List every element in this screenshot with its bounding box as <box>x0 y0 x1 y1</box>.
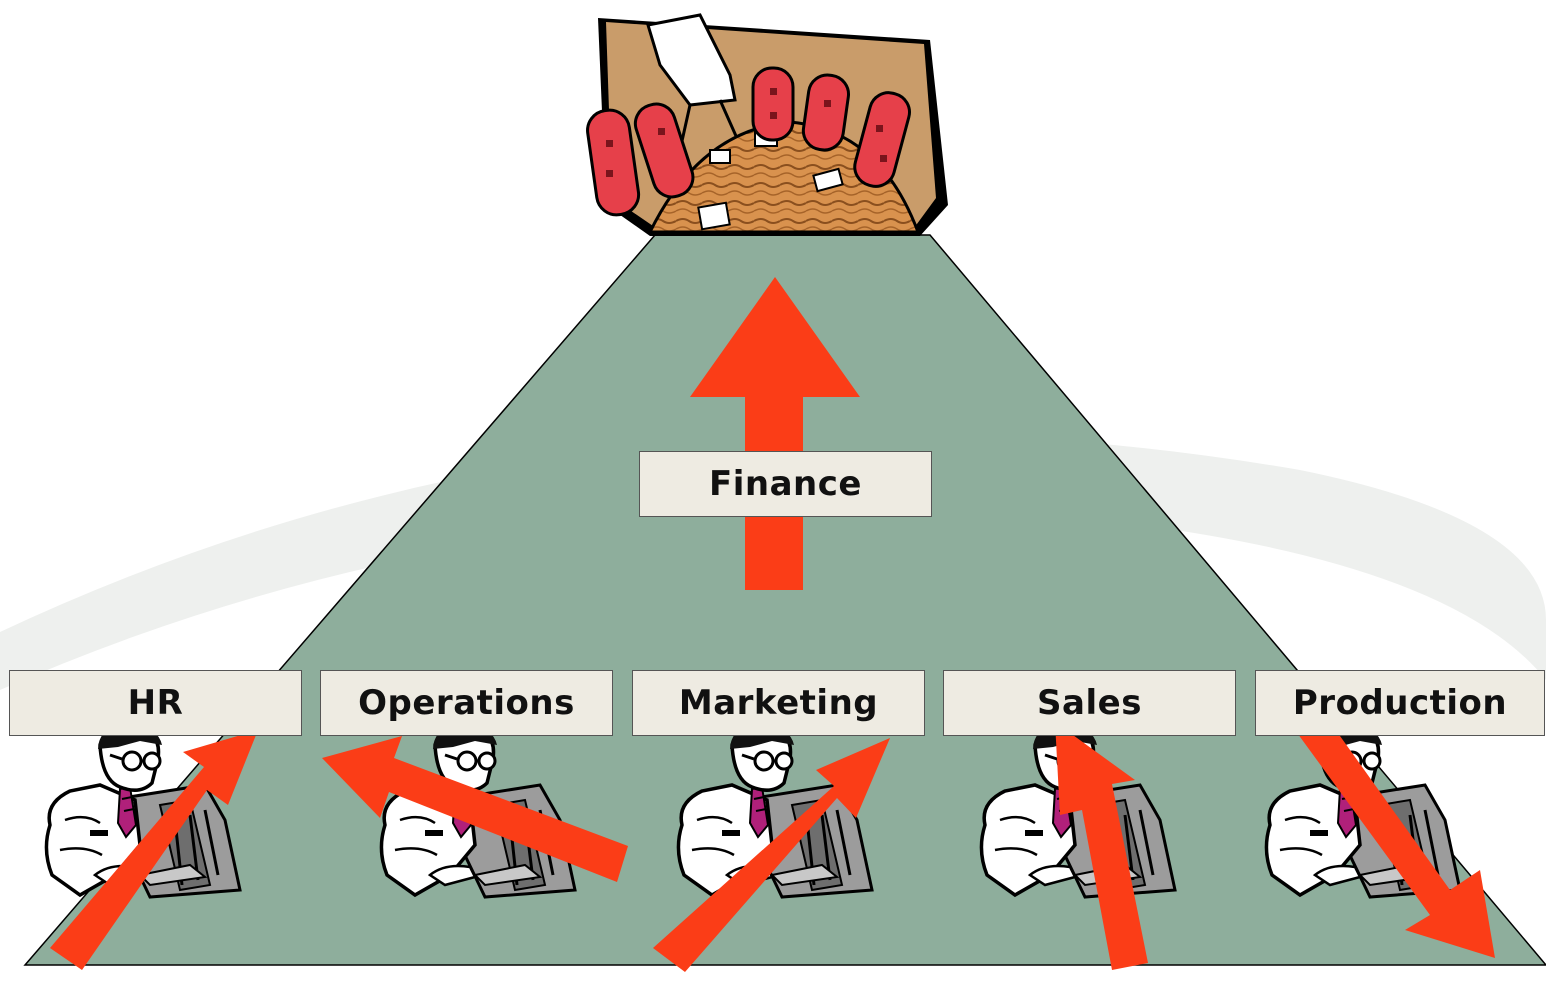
operations-arrow <box>322 736 628 882</box>
department-label-marketing: Marketing <box>632 670 925 736</box>
hr-arrow <box>50 730 258 970</box>
department-label-text: Production <box>1292 683 1508 723</box>
finance-up-arrow <box>690 277 860 590</box>
department-label-operations: Operations <box>320 670 613 736</box>
boardroom-icon <box>586 13 948 236</box>
background-swoosh <box>0 434 1546 690</box>
department-label-sales: Sales <box>943 670 1236 736</box>
department-label-text: Marketing <box>678 683 879 723</box>
department-label-text: Operations <box>358 683 575 723</box>
department-label-text: Sales <box>1037 683 1142 723</box>
finance-label: Finance <box>639 451 932 517</box>
marketing-arrow <box>653 738 890 972</box>
production-arrow <box>1295 708 1495 958</box>
sales-arrow <box>1055 722 1148 970</box>
department-label-production: Production <box>1255 670 1545 736</box>
department-label-text: HR <box>127 683 184 723</box>
finance-label-text: Finance <box>709 464 862 504</box>
department-label-hr: HR <box>9 670 302 736</box>
